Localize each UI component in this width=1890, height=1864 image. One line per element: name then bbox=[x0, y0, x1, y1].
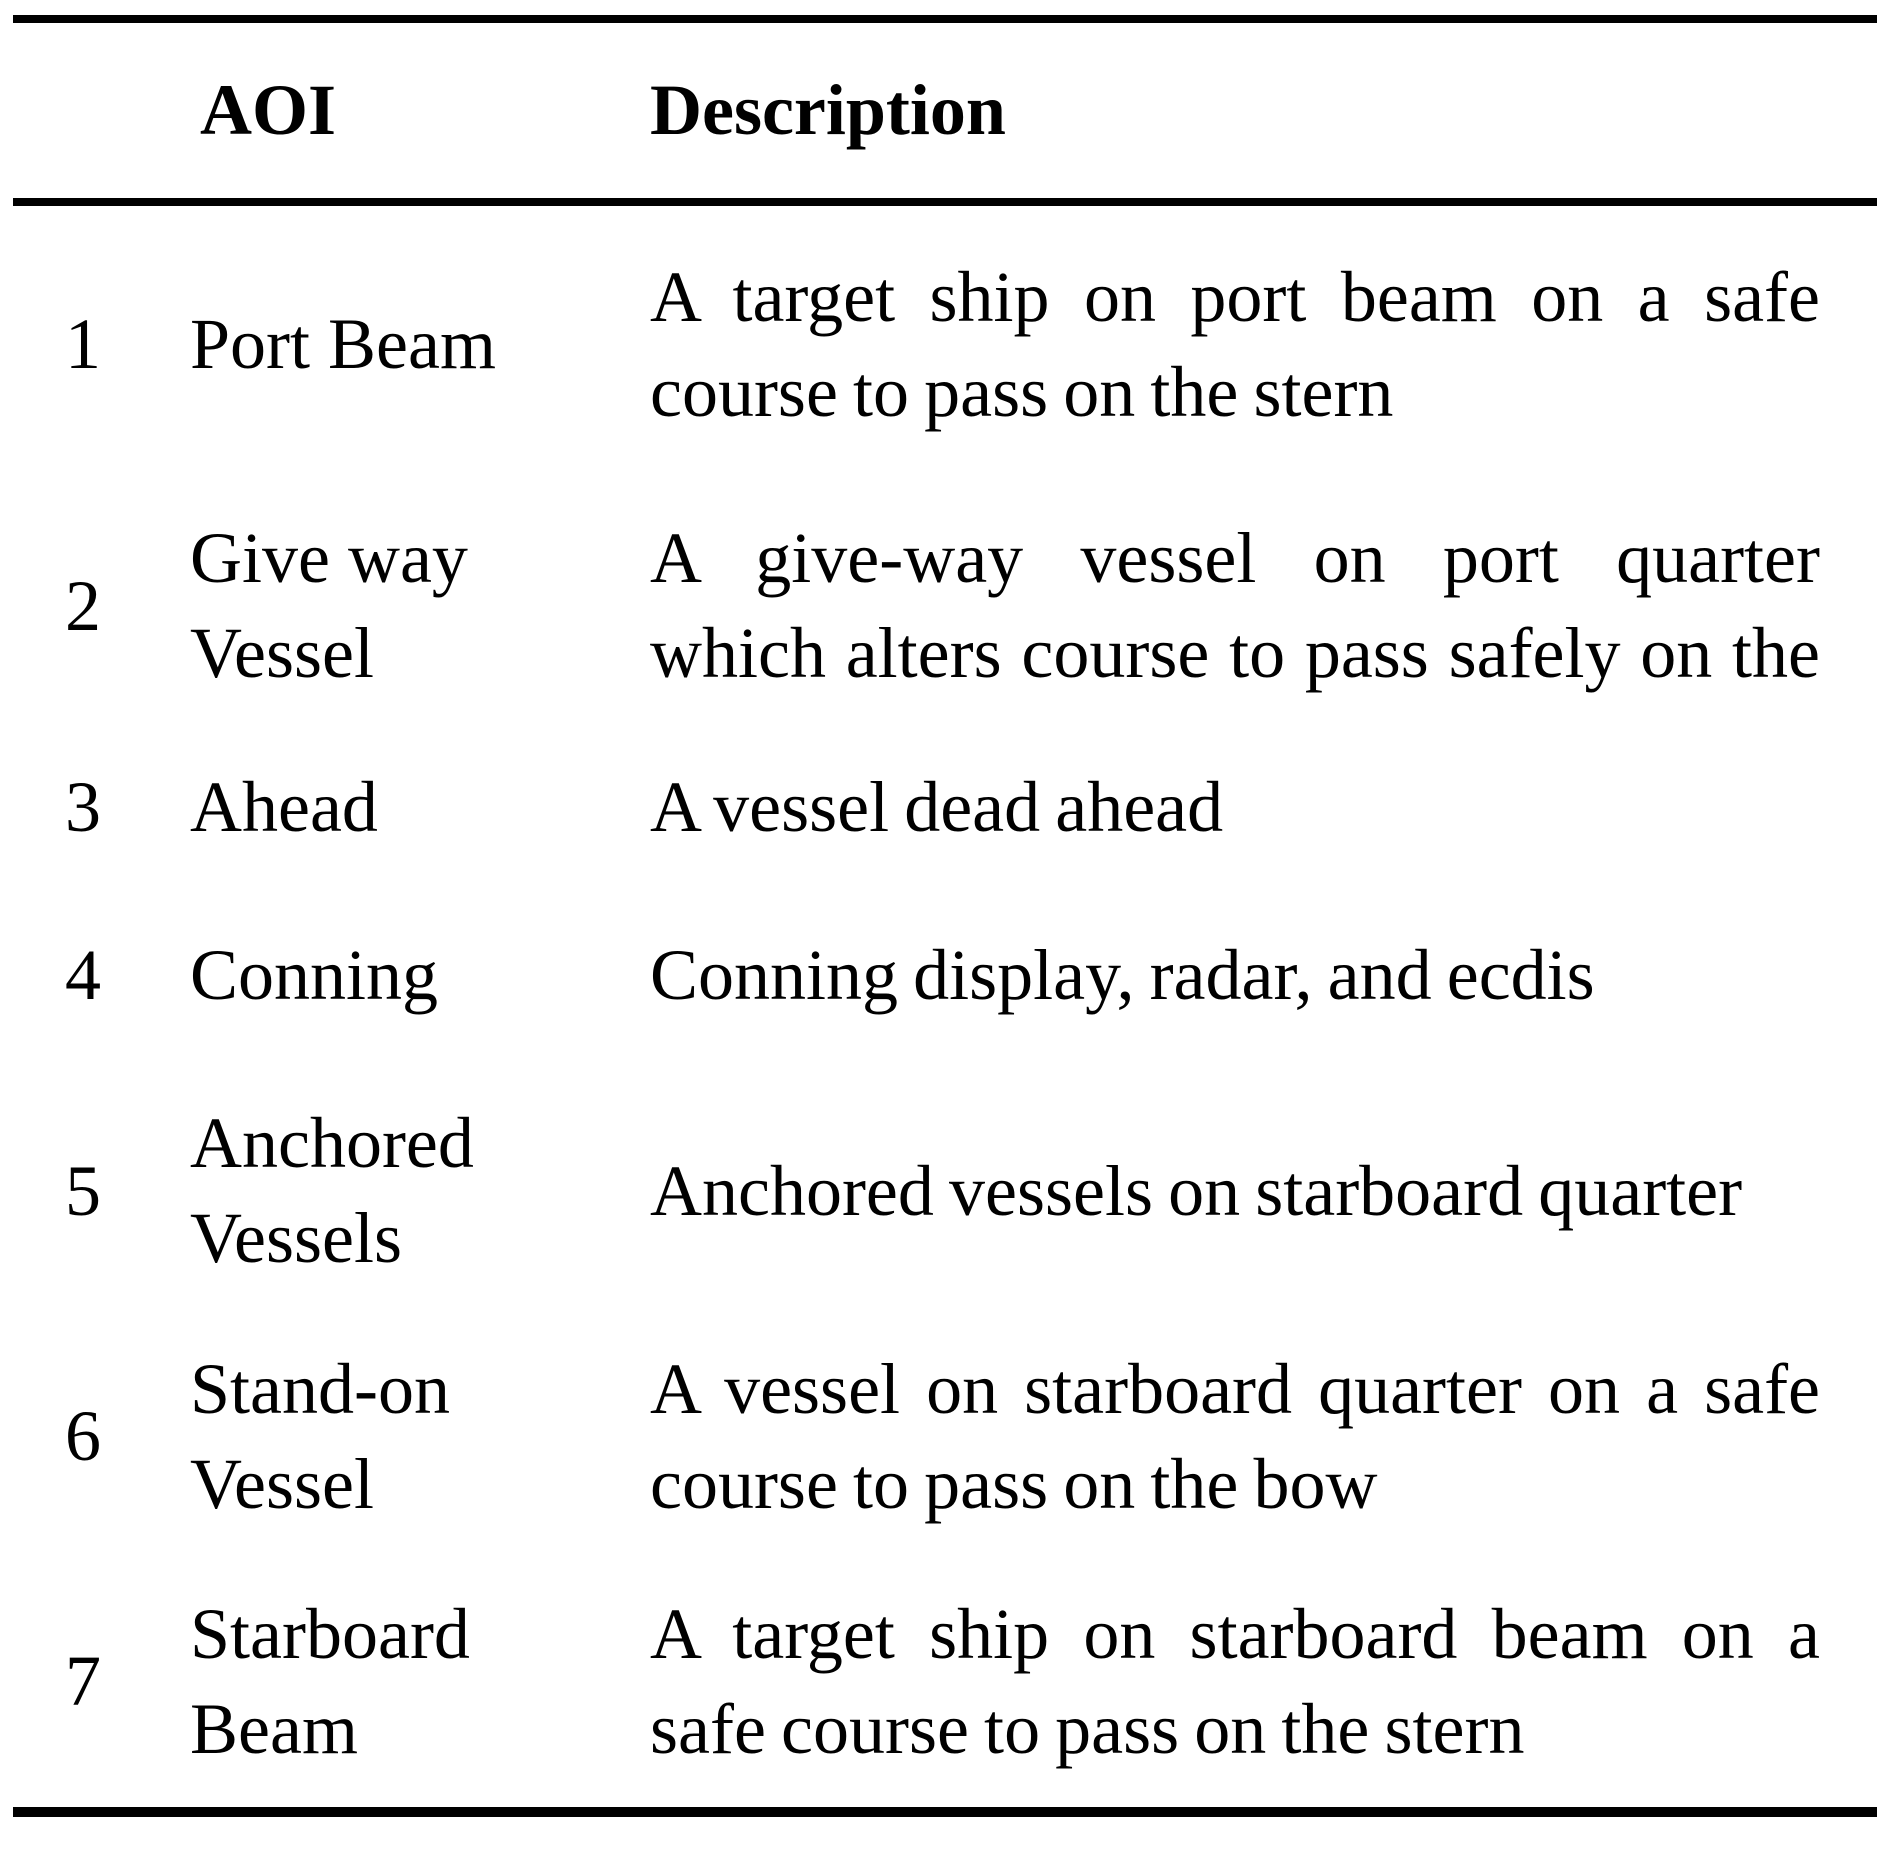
row-number: 6 bbox=[65, 1396, 101, 1476]
description-line: course to pass on the bow bbox=[650, 1443, 1378, 1524]
table-row: 7 Starboard Beam A target ship on starboar… bbox=[13, 1556, 1877, 1812]
table-row: 5 Anchored Vessels Anchored vessels on sta… bbox=[13, 1065, 1877, 1317]
description-line: safe course to pass on the stern bbox=[650, 1688, 1525, 1769]
aoi-name: Stand-on Vessel bbox=[190, 1348, 450, 1524]
row-number: 2 bbox=[65, 565, 101, 646]
aoi-name: Conning bbox=[190, 935, 439, 1015]
aoi-name: Give way Vessel bbox=[190, 518, 468, 693]
description-line: A vessel on starboard quarter on a safe bbox=[650, 1348, 1820, 1429]
table-row: 2 Give way Vessel A give-way vessel on por… bbox=[13, 483, 1877, 729]
row-number: 7 bbox=[65, 1641, 101, 1721]
description-line: A target ship on starboard beam on a bbox=[650, 1593, 1820, 1674]
header-cell-aoi: AOI bbox=[200, 70, 337, 150]
aoi-description: A vessel on starboard quarter on a safe c… bbox=[650, 1317, 1877, 1556]
row-number: 4 bbox=[65, 935, 101, 1015]
table-body: 1 Port Beam A target ship on port beam on … bbox=[13, 202, 1877, 1812]
description-line: A target ship on port beam on a safe bbox=[650, 256, 1820, 337]
aoi-name: Anchored Vessels bbox=[190, 1103, 474, 1278]
header-cell-description: Description bbox=[650, 70, 1006, 150]
table-row: 1 Port Beam A target ship on port beam on … bbox=[13, 202, 1877, 483]
table-row: 3 Ahead A vessel dead ahead bbox=[13, 729, 1877, 886]
header-cell-number bbox=[13, 19, 190, 202]
aoi-description: A give-way vessel on port quarter which a… bbox=[650, 483, 1877, 729]
table-header: AOI Description bbox=[13, 19, 1877, 202]
aoi-description: A vessel dead ahead bbox=[650, 729, 1877, 886]
aoi-description: A target ship on starboard beam on a safe… bbox=[650, 1556, 1877, 1812]
row-number: 3 bbox=[65, 767, 101, 847]
aoi-description: Anchored vessels on starboard quarter bbox=[650, 1065, 1877, 1317]
aoi-description: A target ship on port beam on a safe cour… bbox=[650, 202, 1877, 483]
header-row: AOI Description bbox=[13, 19, 1877, 202]
row-number: 1 bbox=[65, 304, 101, 384]
aoi-description: Conning display, radar, and ecdis bbox=[650, 886, 1877, 1065]
description-line: Anchored vessels on starboard quarter bbox=[650, 1150, 1743, 1231]
aoi-table-figure: AOI Description 1 Port Beam A target ship … bbox=[13, 15, 1877, 1817]
aoi-name: Starboard Beam bbox=[190, 1593, 470, 1769]
row-number: 5 bbox=[65, 1150, 101, 1231]
description-line: A give-way vessel on port quarter bbox=[650, 518, 1820, 598]
aoi-name: Ahead bbox=[190, 767, 378, 847]
description-line: Conning display, radar, and ecdis bbox=[650, 935, 1595, 1015]
aoi-table: AOI Description 1 Port Beam A target ship … bbox=[13, 15, 1877, 1817]
description-line: course to pass on the stern bbox=[650, 351, 1394, 432]
table-row: 4 Conning Conning display, radar, and ecdi… bbox=[13, 886, 1877, 1065]
description-line: A vessel dead ahead bbox=[650, 767, 1224, 847]
table-row: 6 Stand-on Vessel A vessel on starboard qu… bbox=[13, 1317, 1877, 1556]
aoi-name: Port Beam bbox=[190, 304, 496, 384]
description-line: which alters course to pass safely on th… bbox=[650, 613, 1820, 693]
